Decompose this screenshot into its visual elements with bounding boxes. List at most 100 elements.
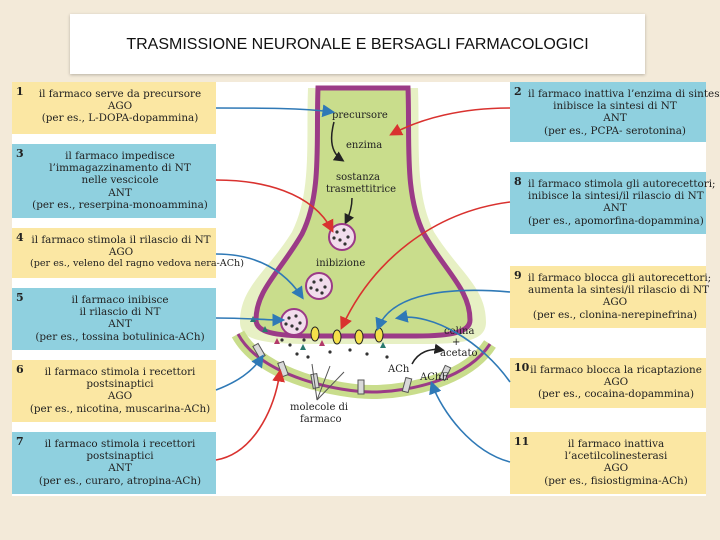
autoreceptor <box>310 326 320 342</box>
box-line: il farmaco blocca gli autorecettori; <box>528 272 712 284</box>
arrow-box-2 <box>389 107 511 136</box>
arrow-box-10 <box>394 310 511 383</box>
box-line: inibisce la sintesi di NT <box>553 100 677 113</box>
drug-molecule <box>262 326 268 332</box>
info-box-8: 8 il farmaco stimola gli autorecettori; … <box>510 172 716 234</box>
box-number: 6 <box>16 363 24 376</box>
synthesis-arrow <box>330 121 345 162</box>
label-enzima: enzima <box>346 140 382 151</box>
box-line: il farmaco inattiva l’enzima di sintesi; <box>528 88 720 100</box>
box-line: (per es., PCPA- serotonina) <box>544 124 686 137</box>
box-line: (per es., clonina-nerepinefrina) <box>532 308 698 321</box>
info-box-11: 11 il farmaco inattiva l’acetilcolineste… <box>510 432 706 494</box>
box-line: il farmaco blocca la ricaptazione <box>530 364 702 376</box>
autoreceptor <box>332 329 342 345</box>
drug-molecule <box>319 340 325 346</box>
arrow-box-5 <box>215 313 286 327</box>
info-box-4: 4 il farmaco stimola il rilascio di NT A… <box>12 228 244 278</box>
receptor <box>357 379 365 395</box>
label-ache: AChE <box>419 372 449 383</box>
box-number: 9 <box>514 269 522 282</box>
receptor <box>438 364 452 382</box>
box-line: il farmaco inibisce <box>71 294 169 306</box>
info-box-2: 2 il farmaco inattiva l’enzima di sintes… <box>510 82 720 142</box>
box-line: inibisce la sintesi/il rilascio di NT <box>528 190 704 203</box>
presynaptic-terminal <box>253 85 473 339</box>
box-line: il farmaco stimola il rilascio di NT <box>31 234 211 246</box>
vesicle <box>280 308 308 336</box>
box-line: ANT <box>603 202 627 215</box>
box-line: (per es., apomorfina-dopammina) <box>528 214 704 227</box>
postsynaptic-membrane-edge <box>236 333 492 394</box>
box-line: (per es., L-DOPA-dopammina) <box>41 112 199 125</box>
box-line: il farmaco stimola gli autorecettori; <box>528 178 716 190</box>
arrow-box-1 <box>215 104 336 118</box>
box-number: 8 <box>514 175 522 188</box>
box-line: il farmaco serve da precursore <box>38 88 202 100</box>
box-number: 1 <box>16 85 24 98</box>
drug-molecules <box>250 316 386 350</box>
box-line: (per es., nicotina, muscarina-ACh) <box>29 402 211 415</box>
label-sostanza: sostanza <box>336 172 380 183</box>
info-box-9: 9 il farmaco blocca gli autorecettori; a… <box>510 266 712 328</box>
vesicles <box>280 223 356 336</box>
box-line: AGO <box>108 246 134 259</box>
label-colina: colina <box>444 326 474 337</box>
box-line: l’acetilcolinesterasi <box>564 450 668 463</box>
box-line: AGO <box>107 390 133 403</box>
arrow-box-8 <box>340 201 511 330</box>
storage-arrow <box>344 197 355 225</box>
drug-molecule <box>380 342 386 348</box>
box-line: il rilascio di NT <box>79 306 161 319</box>
box-line: il farmaco stimola i recettori <box>44 438 196 450</box>
receptor <box>401 376 413 394</box>
label-ach: ACh <box>387 364 410 375</box>
label-molecole: molecole di <box>290 402 348 413</box>
box-line: (per es., tossina botulinica-ACh) <box>35 330 205 343</box>
box-line: ANT <box>108 462 132 475</box>
label-plus: + <box>452 337 460 348</box>
box-number: 5 <box>16 291 24 304</box>
box-number: 3 <box>16 147 24 160</box>
box-line: (per es., reserpina-monoammina) <box>32 198 208 211</box>
info-box-3: 3 il farmaco impedisce l’immagazzinament… <box>12 144 216 218</box>
arrow-box-4 <box>215 253 304 300</box>
box-line: (per es., veleno del ragno vedova nera-A… <box>30 258 244 270</box>
box-line: aumenta la sintesi/il rilascio di NT <box>528 284 709 297</box>
info-box-5: 5 il farmaco inibisce il rilascio di NT … <box>12 288 216 350</box>
info-box-6: 6 il farmaco stimola i recettori postsin… <box>12 360 216 422</box>
drug-pointer-lines <box>311 363 345 401</box>
box-number: 4 <box>16 231 24 244</box>
vesicle <box>305 272 333 300</box>
page-title: TRASMISSIONE NEURONALE E BERSAGLI FARMAC… <box>126 36 589 53</box>
arrow-box-11 <box>429 380 511 463</box>
info-box-7: 7 il farmaco stimola i recettori postsin… <box>12 432 216 494</box>
box-number: 7 <box>16 435 24 448</box>
box-line: AGO <box>602 296 628 309</box>
box-line: nelle vescicole <box>81 174 159 187</box>
box-line: postsinaptici <box>86 378 154 391</box>
box-line: AGO <box>107 100 133 113</box>
arrow-box-9 <box>375 289 511 331</box>
autoreceptor <box>374 327 384 343</box>
drug-molecule <box>274 338 280 344</box>
box-line: ANT <box>108 186 132 199</box>
neurotransmitter-dots <box>280 338 389 359</box>
drug-molecule <box>300 344 306 350</box>
box-line: AGO <box>603 462 629 475</box>
box-number: 2 <box>514 85 522 98</box>
box-line: (per es., fisiostigmina-ACh) <box>544 474 688 487</box>
info-box-10: 10 il farmaco blocca la ricaptazione AGO… <box>510 358 706 408</box>
info-box-1: 1 il farmaco serve da precursore AGO (pe… <box>12 82 216 134</box>
autoreceptor <box>354 329 364 345</box>
box-line: ANT <box>603 112 627 125</box>
box-number: 11 <box>514 435 530 448</box>
box-line: il farmaco stimola i recettori <box>44 366 196 378</box>
synapse-diagram: precursore enzima sostanza trasmettitric… <box>215 85 511 463</box>
label-acetato: acetato <box>440 348 478 359</box>
box-line: postsinaptici <box>86 450 154 463</box>
box-number: 10 <box>514 361 530 374</box>
box-line: (per es., cocaina-dopammina) <box>537 388 695 401</box>
box-line: ANT <box>108 318 132 331</box>
title-bar: TRASMISSIONE NEURONALE E BERSAGLI FARMAC… <box>70 14 645 74</box>
